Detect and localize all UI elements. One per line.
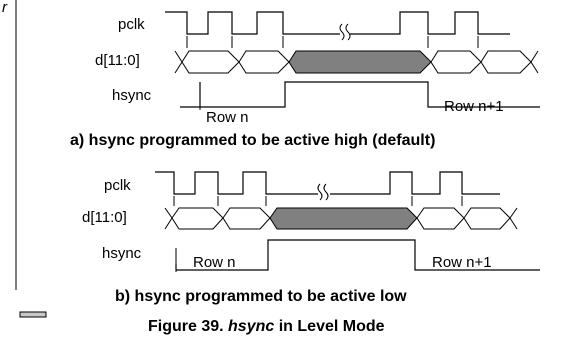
figure-caption-suffix: in Level Mode bbox=[274, 318, 384, 335]
panel-b-edge-ticks bbox=[173, 196, 463, 206]
figure-caption: Figure 39. hsync in Level Mode bbox=[148, 318, 385, 335]
panel-a-caption: a) hsync programmed to be active high (d… bbox=[70, 132, 435, 149]
panel-a-edge-ticks bbox=[186, 36, 479, 48]
panel-a: pclk d[11:0] hsync Row bbox=[70, 11, 540, 149]
panel-b-row-n: Row n bbox=[193, 254, 236, 271]
change-bar-marker bbox=[19, 311, 47, 318]
panel-b-pclk-label: pclk bbox=[104, 177, 131, 194]
panel-a-row-n: Row n bbox=[206, 109, 249, 126]
panel-a-row-n1: Row n+1 bbox=[444, 98, 504, 115]
figure-caption-prefix: Figure 39. bbox=[148, 318, 228, 335]
panel-b-row-n1: Row n+1 bbox=[432, 254, 492, 271]
panel-b-pclk-wave bbox=[155, 171, 500, 195]
panel-b-clock-break bbox=[317, 183, 329, 201]
panel-b-active-data bbox=[269, 207, 418, 230]
panel-a-pclk-wave bbox=[165, 11, 510, 35]
panel-b: pclk d[11:0] hsync Row n Row bbox=[82, 171, 540, 305]
panel-a-hsync-label: hsync bbox=[112, 87, 152, 104]
panel-b-hsync-label: hsync bbox=[102, 245, 142, 262]
figure-caption-signal: hsync bbox=[228, 318, 274, 335]
panel-b-data-label: d[11:0] bbox=[82, 209, 127, 226]
panel-a-active-data bbox=[288, 50, 432, 74]
panel-a-clock-break bbox=[339, 23, 351, 41]
panel-a-data-label: d[11:0] bbox=[95, 52, 140, 69]
panel-b-data-bus bbox=[164, 207, 518, 230]
panel-b-caption: b) hsync programmed to be active low bbox=[115, 288, 407, 305]
corner-mark: r bbox=[2, 0, 8, 16]
panel-a-pclk-label: pclk bbox=[118, 16, 145, 33]
panel-a-data-bus bbox=[174, 50, 539, 74]
